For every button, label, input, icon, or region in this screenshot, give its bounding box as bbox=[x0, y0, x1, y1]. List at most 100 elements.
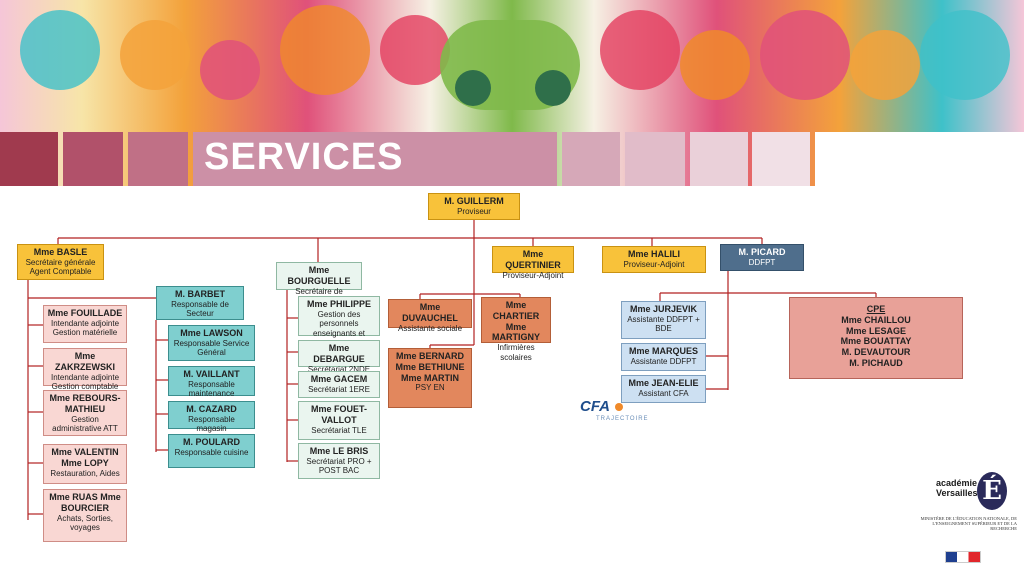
node-role: Responsable cuisine bbox=[174, 447, 249, 457]
node-name: Mme BERNARD Mme BETHIUNE Mme MARTIN bbox=[395, 351, 465, 383]
republic-flag-icon bbox=[945, 551, 981, 563]
node-role: Gestion comptable bbox=[51, 382, 119, 392]
node-poulard: M. POULARD Responsable cuisine bbox=[168, 434, 255, 468]
node-role: Assistante DDFPT bbox=[630, 356, 697, 366]
node-name: M. POULARD bbox=[183, 437, 240, 447]
node-jean-elie: Mme JEAN-ELIE Assistant CFA bbox=[621, 375, 706, 403]
node-role: Responsable magasin bbox=[188, 414, 235, 434]
node-jurjevik: Mme JURJEVIK Assistante DDFPT + BDE bbox=[621, 301, 706, 339]
node-name: Mme DUVAUCHEL bbox=[402, 302, 458, 323]
node-role: Responsable de Secteur bbox=[171, 299, 229, 319]
banner-strip bbox=[128, 132, 188, 186]
node-zakrzewski: Mme ZAKRZEWSKI Intendante adjointe Gesti… bbox=[43, 348, 127, 391]
search-icon bbox=[455, 70, 491, 106]
node-quertinier: Mme QUERTINIER Proviseur-Adjoint bbox=[492, 246, 574, 280]
node-name: Mme CHARTIER Mme MARTIGNY bbox=[492, 300, 540, 343]
node-role: Assistant CFA bbox=[638, 388, 689, 398]
banner-bubble bbox=[850, 30, 920, 100]
cpe-member: Mme CHAILLOU bbox=[841, 314, 911, 325]
banner-strip bbox=[625, 132, 685, 186]
page-title: SERVICES bbox=[204, 136, 404, 178]
node-name: Mme PHILIPPE bbox=[306, 299, 371, 309]
node-name: M. BARBET bbox=[175, 289, 225, 299]
node-bourguelle: Mme BOURGUELLE Secrétaire de Direction bbox=[276, 262, 362, 305]
node-lawson: Mme LAWSON Responsable Service Général bbox=[168, 325, 255, 361]
node-role: Gestion administrative ATT bbox=[52, 414, 118, 434]
node-guillerm: M. GUILLERM Proviseur bbox=[428, 193, 520, 220]
node-basle: Mme BASLE Secrétaire générale Agent Comp… bbox=[17, 244, 104, 280]
node-role: Intendante adjointe Gestion matérielle bbox=[50, 318, 120, 338]
banner-bubble bbox=[20, 10, 100, 90]
node-name: Mme DEBARGUE bbox=[313, 343, 365, 364]
banner-bubble bbox=[120, 20, 190, 90]
banner-bubble bbox=[200, 40, 260, 100]
node-cpe: CPE Mme CHAILLOU Mme LESAGE Mme BOUATTAY… bbox=[789, 297, 963, 379]
node-cazard: M. CAZARD Responsable magasin bbox=[168, 401, 255, 433]
node-halili: Mme HALILI Proviseur-Adjoint bbox=[602, 246, 706, 273]
node-rebours: Mme REBOURS-MATHIEU Gestion administrati… bbox=[43, 390, 127, 436]
academie-e-icon: É bbox=[977, 472, 1007, 510]
node-role: Intendante adjointe bbox=[50, 372, 120, 382]
node-role: Proviseur-Adjoint bbox=[623, 259, 685, 269]
banner-strip bbox=[0, 132, 58, 186]
node-name: Mme ZAKRZEWSKI bbox=[55, 351, 115, 372]
node-role: Assistante DDFPT + BDE bbox=[627, 314, 700, 334]
banner-bubble bbox=[920, 10, 1010, 100]
node-fouillade: Mme FOUILLADE Intendante adjointe Gestio… bbox=[43, 305, 127, 343]
node-name: M. VAILLANT bbox=[183, 369, 240, 379]
node-role: Secrétariat 2NDE bbox=[307, 364, 371, 374]
node-name: Mme LE BRIS bbox=[309, 446, 369, 456]
node-role: Responsable maintenance bbox=[188, 379, 235, 399]
node-picard: M. PICARD DDFPT bbox=[720, 244, 804, 271]
node-name: Mme MARQUES bbox=[628, 346, 698, 356]
banner-strip bbox=[752, 132, 810, 186]
cfa-logo: CFA TRAJECTOIRE bbox=[580, 398, 649, 422]
node-name: Mme REBOURS-MATHIEU bbox=[49, 393, 121, 414]
node-role: Restauration, Aides bbox=[50, 468, 120, 478]
node-debargue: Mme DEBARGUE Secrétariat 2NDE bbox=[298, 340, 380, 374]
node-name: Mme BOURGUELLE bbox=[287, 265, 351, 286]
banner-strip bbox=[63, 132, 123, 186]
node-vaillant: M. VAILLANT Responsable maintenance bbox=[168, 366, 255, 399]
header-banner: SERVICES bbox=[0, 0, 1024, 186]
cpe-title: CPE bbox=[866, 304, 886, 314]
node-name: M. PICARD bbox=[738, 247, 786, 257]
node-role: Proviseur-Adjoint bbox=[502, 270, 564, 280]
node-role: Infirmières scolaires bbox=[497, 343, 535, 362]
node-name: Mme GACEM bbox=[310, 374, 368, 384]
node-ruas: Mme RUAS Mme BOURCIER Achats, Sorties, v… bbox=[43, 489, 127, 542]
node-role: PSY EN bbox=[415, 383, 445, 393]
node-marques: Mme MARQUES Assistante DDFPT bbox=[621, 343, 706, 371]
banner-bubble bbox=[680, 30, 750, 100]
node-name: M. GUILLERM bbox=[444, 196, 504, 206]
node-chartier: Mme CHARTIER Mme MARTIGNY Infirmières sc… bbox=[481, 297, 551, 362]
node-name: Mme JURJEVIK bbox=[629, 304, 698, 314]
banner-bubble bbox=[380, 15, 450, 85]
node-role: Secrétariat TLE bbox=[311, 425, 367, 435]
cpe-member: Mme LESAGE bbox=[845, 325, 906, 336]
node-name: M. CAZARD bbox=[186, 404, 237, 414]
node-name: Mme QUERTINIER bbox=[505, 249, 561, 270]
node-name: Mme JEAN-ELIE bbox=[628, 378, 699, 388]
node-name: Mme FOUILLADE bbox=[47, 308, 123, 318]
node-role: Proviseur bbox=[457, 206, 491, 216]
node-valentin: Mme VALENTIN Mme LOPY Restauration, Aide… bbox=[43, 444, 127, 484]
node-name: Mme LAWSON bbox=[180, 328, 243, 338]
node-gacem: Mme GACEM Secrétariat 1ERE bbox=[298, 371, 380, 398]
ministry-text: MINISTÈRE DE L'ÉDUCATION NATIONALE, DE L… bbox=[920, 516, 1017, 532]
cpe-member: M. DEVAUTOUR bbox=[841, 347, 911, 358]
banner-strip bbox=[815, 132, 1024, 186]
node-role: Assistante sociale bbox=[397, 323, 463, 333]
cpe-member: M. PICHAUD bbox=[849, 357, 903, 368]
dot-icon bbox=[615, 403, 624, 411]
node-role: Secrétariat 1ERE bbox=[308, 384, 370, 394]
academie-logo: académie Versailles É MINISTÈRE DE L'ÉDU… bbox=[905, 466, 1017, 566]
node-name: Mme BASLE bbox=[33, 247, 88, 257]
banner-bubble bbox=[600, 10, 680, 90]
node-role: DDFPT bbox=[748, 257, 776, 267]
node-barbet: M. BARBET Responsable de Secteur bbox=[156, 286, 244, 320]
cfa-logo-text: CFA bbox=[580, 398, 610, 415]
node-name: Mme VALENTIN Mme LOPY bbox=[51, 447, 119, 468]
node-fouet-vallot: Mme FOUET-VALLOT Secrétariat TLE bbox=[298, 401, 380, 440]
